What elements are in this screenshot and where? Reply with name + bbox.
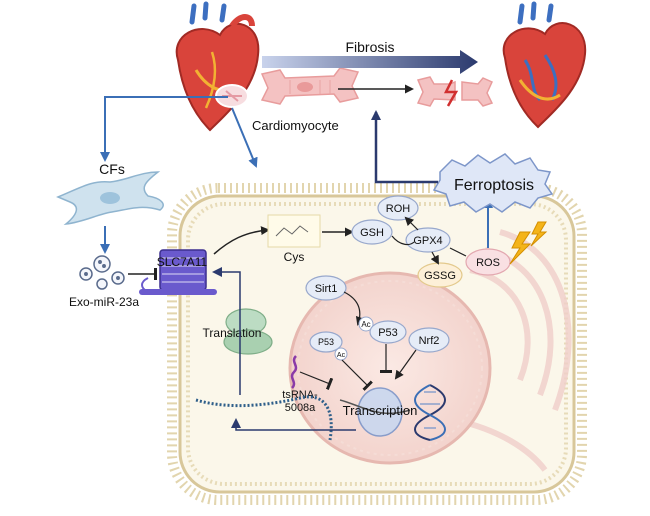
exo-mir-label: Exo-miR-23a [69, 295, 139, 309]
sirt1-deacetylation-arrow [343, 291, 365, 326]
nrf2-node [408, 327, 450, 353]
gpx4-node [405, 227, 451, 253]
p53-right-label: P53 [378, 327, 398, 339]
gssg-node [417, 262, 463, 288]
ros-node [465, 248, 511, 276]
cys-label: Cys [284, 250, 305, 264]
gpx4-label: GPX4 [413, 235, 442, 247]
slc7a11-transporter-icon [139, 249, 217, 295]
ferroptosis-to-cardiomyocyte-arrow [371, 110, 438, 184]
dna-icon [414, 384, 446, 441]
nrf2-label: Nrf2 [419, 335, 440, 347]
exosome-icon [79, 255, 125, 290]
gsh-node [351, 219, 393, 245]
ac-right-label: Ac [361, 320, 370, 329]
ferroptosis-burst-icon [432, 153, 554, 213]
tsrna-label-line1: tsRNA- [282, 389, 318, 401]
transcription-label: Transcription [343, 403, 418, 418]
cys-molecule-icon [267, 214, 321, 248]
p53-right-node [369, 320, 407, 344]
transcription-to-mrna-arrow [231, 418, 356, 431]
ros-gpx4-link [449, 247, 467, 257]
nrf2-activates-transcription [394, 349, 417, 380]
damaged-cardiomyocyte-icon [416, 76, 494, 107]
p53ac-inhibits-transcription [341, 359, 373, 391]
slc7a11-to-cys-arrow [213, 226, 270, 255]
fibrosis-arrow [262, 50, 478, 74]
p53-left-node [309, 331, 343, 353]
translation-to-slc7a11-arrow [212, 267, 241, 395]
translation-label: Translation [203, 326, 262, 340]
ac-left-label: Ac [337, 352, 346, 359]
roh-node [377, 195, 419, 221]
gpx4-to-roh-arrow [404, 216, 419, 231]
heart-to-cfs-arrow [100, 96, 228, 162]
nucleus [288, 271, 492, 465]
ac-left-node [334, 347, 348, 361]
ros-label: ROS [476, 257, 500, 269]
gssg-label: GSSG [424, 270, 456, 282]
fibrosis-label: Fibrosis [345, 39, 394, 55]
gpx4-to-gssg-arrow [430, 251, 439, 265]
slc7a11-label: SLC7A11 [157, 255, 208, 269]
ribosome-icon [223, 308, 273, 355]
cfs-label: CFs [99, 161, 125, 177]
cardiomyocyte-icon [260, 67, 360, 105]
diseased-heart-icon [502, 1, 587, 129]
fibroblast-icon [56, 171, 164, 226]
rna-polymerase-icon [339, 387, 411, 437]
tsrna-icon [290, 355, 298, 389]
gsh-gpx4-link [391, 235, 415, 246]
mrna-icon [195, 395, 333, 441]
roh-label: ROH [386, 203, 411, 215]
ac-right-node [358, 316, 374, 332]
sirt1-node [305, 275, 347, 301]
gsh-label: GSH [360, 227, 384, 239]
heart-to-cell-arrow [231, 107, 258, 168]
p53-left-label: P53 [318, 337, 334, 347]
sirt1-label: Sirt1 [315, 283, 338, 295]
heart-icon [175, 1, 260, 132]
ferroptosis-label: Ferroptosis [454, 177, 534, 194]
cardiomyocyte-label: Cardiomyocyte [252, 118, 339, 133]
lightning-icon [509, 221, 548, 265]
tsrna-inhibits-transcription [299, 371, 334, 390]
tsrna-label-line2: 5008a [285, 402, 316, 414]
